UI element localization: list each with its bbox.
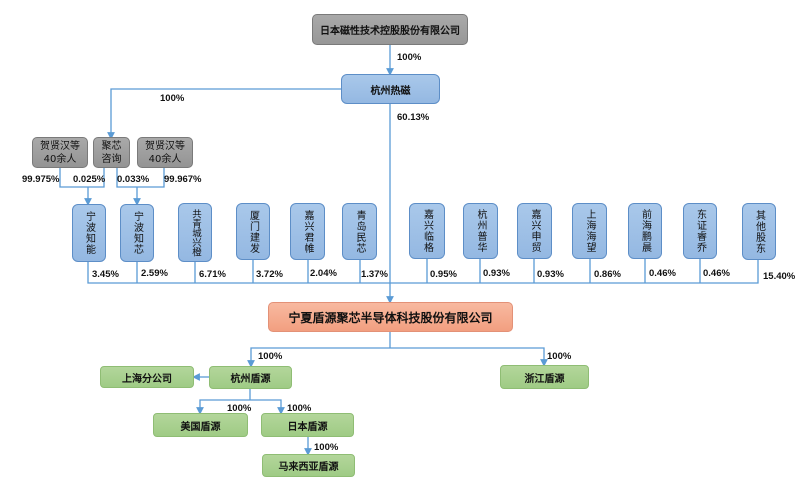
pct-to-us-dunyuan: 100% xyxy=(227,403,252,414)
juxin-label-1: 聚芯 xyxy=(101,140,122,152)
hangzhou-recmag-label: 杭州热磁 xyxy=(370,85,411,97)
shareholder-label: 前海鹏晨 xyxy=(639,209,651,253)
shareholder-label: 宁波知芯 xyxy=(131,211,143,255)
hangzhou-dunyuan-box[interactable]: 杭州盾源 xyxy=(209,366,292,389)
shareholder-pct: 1.37% xyxy=(361,269,388,280)
pct-main-to-hangzhou-dunyuan: 100% xyxy=(258,351,283,362)
shareholder-pct: 0.46% xyxy=(649,268,676,279)
shareholder-label: 杭州普华 xyxy=(475,209,486,253)
pct-right-group-to-zhixin: 99.967% xyxy=(164,174,202,185)
shareholder-pct: 0.46% xyxy=(703,268,730,279)
pct-juxin-to-zhixin: 0.033% xyxy=(117,174,150,185)
hangzhou-recmag-box[interactable]: 杭州热磁 xyxy=(341,74,440,104)
line-main-to-hangzhou-dunyuan xyxy=(247,347,390,368)
pct-left-group-to-zhineng: 99.975% xyxy=(22,174,60,185)
pct-hangzhou-to-juxin: 100% xyxy=(160,93,185,104)
top-parent-box[interactable]: 日本磁性技术控股股份有限公司 xyxy=(312,14,468,45)
shareholder-pct: 15.40% xyxy=(763,271,796,282)
shareholder-box[interactable]: 宁波知能 xyxy=(72,204,106,262)
shareholder-label: 厦门建发 xyxy=(247,209,259,254)
shareholder-box[interactable]: 上海海望 xyxy=(572,203,607,259)
left-group-label-1: 贺贤汉等 xyxy=(40,140,80,152)
pct-to-japan-dunyuan: 100% xyxy=(287,403,312,414)
top-parent-label: 日本磁性技术控股股份有限公司 xyxy=(320,26,460,37)
shareholder-label: 嘉兴临格 xyxy=(421,209,433,253)
left-group-label-2: 40余人 xyxy=(43,153,77,165)
left-group-box[interactable]: 贺贤汉等 40余人 xyxy=(32,137,88,168)
shareholder-label: 其他股东 xyxy=(753,209,765,254)
pct-hangzhou-to-main: 60.13% xyxy=(397,112,430,123)
shareholder-label: 东证睿乔 xyxy=(694,209,706,253)
shareholder-pct: 2.59% xyxy=(141,268,168,279)
shareholder-pct: 3.72% xyxy=(256,269,283,280)
line-to-us-dunyuan xyxy=(196,399,250,415)
shareholder-box[interactable]: 青岛民芯 xyxy=(342,203,377,260)
hangzhou-dunyuan-label: 杭州盾源 xyxy=(230,374,271,385)
main-company-label: 宁夏盾源聚芯半导体科技股份有限公司 xyxy=(288,310,493,325)
japan-dunyuan-label: 日本盾源 xyxy=(287,421,328,433)
shareholder-pct: 2.04% xyxy=(310,268,337,279)
shareholder-label: 嘉兴君帷 xyxy=(302,209,313,254)
shanghai-branch-label: 上海分公司 xyxy=(122,373,172,385)
shareholder-pct: 0.93% xyxy=(537,269,564,280)
juxin-consulting-box[interactable]: 聚芯 咨询 xyxy=(93,137,130,168)
shareholder-pct: 0.95% xyxy=(430,269,457,280)
shareholder-box[interactable]: 其他股东 xyxy=(742,203,776,260)
us-dunyuan-label: 美国盾源 xyxy=(180,421,221,433)
japan-dunyuan-box[interactable]: 日本盾源 xyxy=(261,413,354,437)
zhejiang-dunyuan-label: 浙江盾源 xyxy=(524,373,565,385)
shanghai-branch-box[interactable]: 上海分公司 xyxy=(100,366,194,388)
shareholder-pct: 6.71% xyxy=(199,269,226,280)
shareholder-pct: 0.86% xyxy=(594,269,621,280)
line-to-japan-dunyuan xyxy=(250,399,285,415)
line-left-group-to-zhineng xyxy=(59,168,105,188)
malaysia-dunyuan-label: 马来西亚盾源 xyxy=(278,462,339,473)
pct-juxin-to-zhineng: 0.025% xyxy=(73,174,106,185)
us-dunyuan-box[interactable]: 美国盾源 xyxy=(153,413,248,437)
shareholder-box[interactable]: 宁波知芯 xyxy=(120,204,154,262)
pct-parent-to-hangzhou: 100% xyxy=(397,52,422,63)
shareholder-label: 宁波知能 xyxy=(83,211,95,255)
line-right-group-to-zhixin xyxy=(116,168,165,188)
shareholder-label: 嘉兴申贸 xyxy=(529,209,540,253)
shareholder-box[interactable]: 嘉兴君帷 xyxy=(290,203,325,260)
right-group-label-1: 贺贤汉等 xyxy=(145,140,185,152)
main-company-box[interactable]: 宁夏盾源聚芯半导体科技股份有限公司 xyxy=(268,302,513,332)
line-main-to-zhejiang-dunyuan xyxy=(390,347,548,367)
shareholder-label: 共青城兴橙 xyxy=(190,208,201,257)
shareholder-pct: 0.93% xyxy=(483,268,510,279)
zhejiang-dunyuan-box[interactable]: 浙江盾源 xyxy=(500,365,589,389)
shareholder-box[interactable]: 杭州普华 xyxy=(463,203,498,259)
right-group-box[interactable]: 贺贤汉等 40余人 xyxy=(137,137,193,168)
pct-main-to-zhejiang-dunyuan: 100% xyxy=(547,351,572,362)
juxin-label-2: 咨询 xyxy=(101,153,122,165)
shareholder-box[interactable]: 前海鹏晨 xyxy=(628,203,662,259)
shareholder-label: 上海海望 xyxy=(584,209,595,253)
shareholder-box[interactable]: 嘉兴申贸 xyxy=(517,203,552,259)
shareholder-box[interactable]: 东证睿乔 xyxy=(683,203,717,259)
shareholder-box[interactable]: 共青城兴橙 xyxy=(178,203,212,262)
right-group-label-2: 40余人 xyxy=(148,153,182,165)
shareholder-box[interactable]: 厦门建发 xyxy=(236,203,270,260)
shareholder-pct: 3.45% xyxy=(92,269,119,280)
pct-to-malaysia-dunyuan: 100% xyxy=(314,442,339,453)
malaysia-dunyuan-box[interactable]: 马来西亚盾源 xyxy=(262,454,355,477)
shareholder-box[interactable]: 嘉兴临格 xyxy=(409,203,445,259)
line-hangzhou-to-juxin xyxy=(107,88,341,140)
shareholder-bus xyxy=(87,260,759,284)
shareholder-label: 青岛民芯 xyxy=(354,209,365,254)
